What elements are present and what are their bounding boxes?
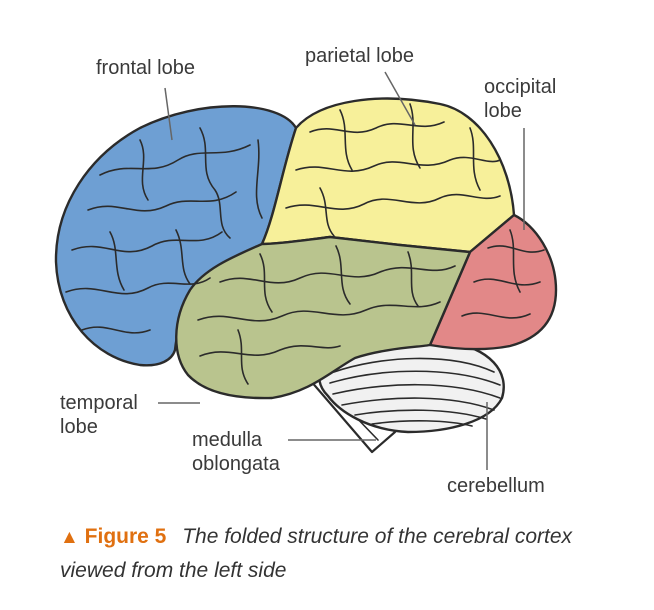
figure-number: Figure 5: [85, 525, 167, 548]
occipital-lobe-label: occipital lobe: [484, 75, 556, 123]
cerebellum-label: cerebellum: [447, 474, 545, 498]
parietal-lobe-label: parietal lobe: [305, 44, 414, 68]
figure-caption: ▲ Figure 5 The folded structure of the c…: [60, 520, 620, 587]
parietal-lobe-shape: [262, 99, 514, 252]
caption-triangle-icon: ▲: [60, 527, 79, 548]
temporal-lobe-label: temporal lobe: [60, 391, 138, 439]
frontal-lobe-label: frontal lobe: [96, 56, 195, 80]
medulla-oblongata-label: medulla oblongata: [192, 428, 280, 476]
